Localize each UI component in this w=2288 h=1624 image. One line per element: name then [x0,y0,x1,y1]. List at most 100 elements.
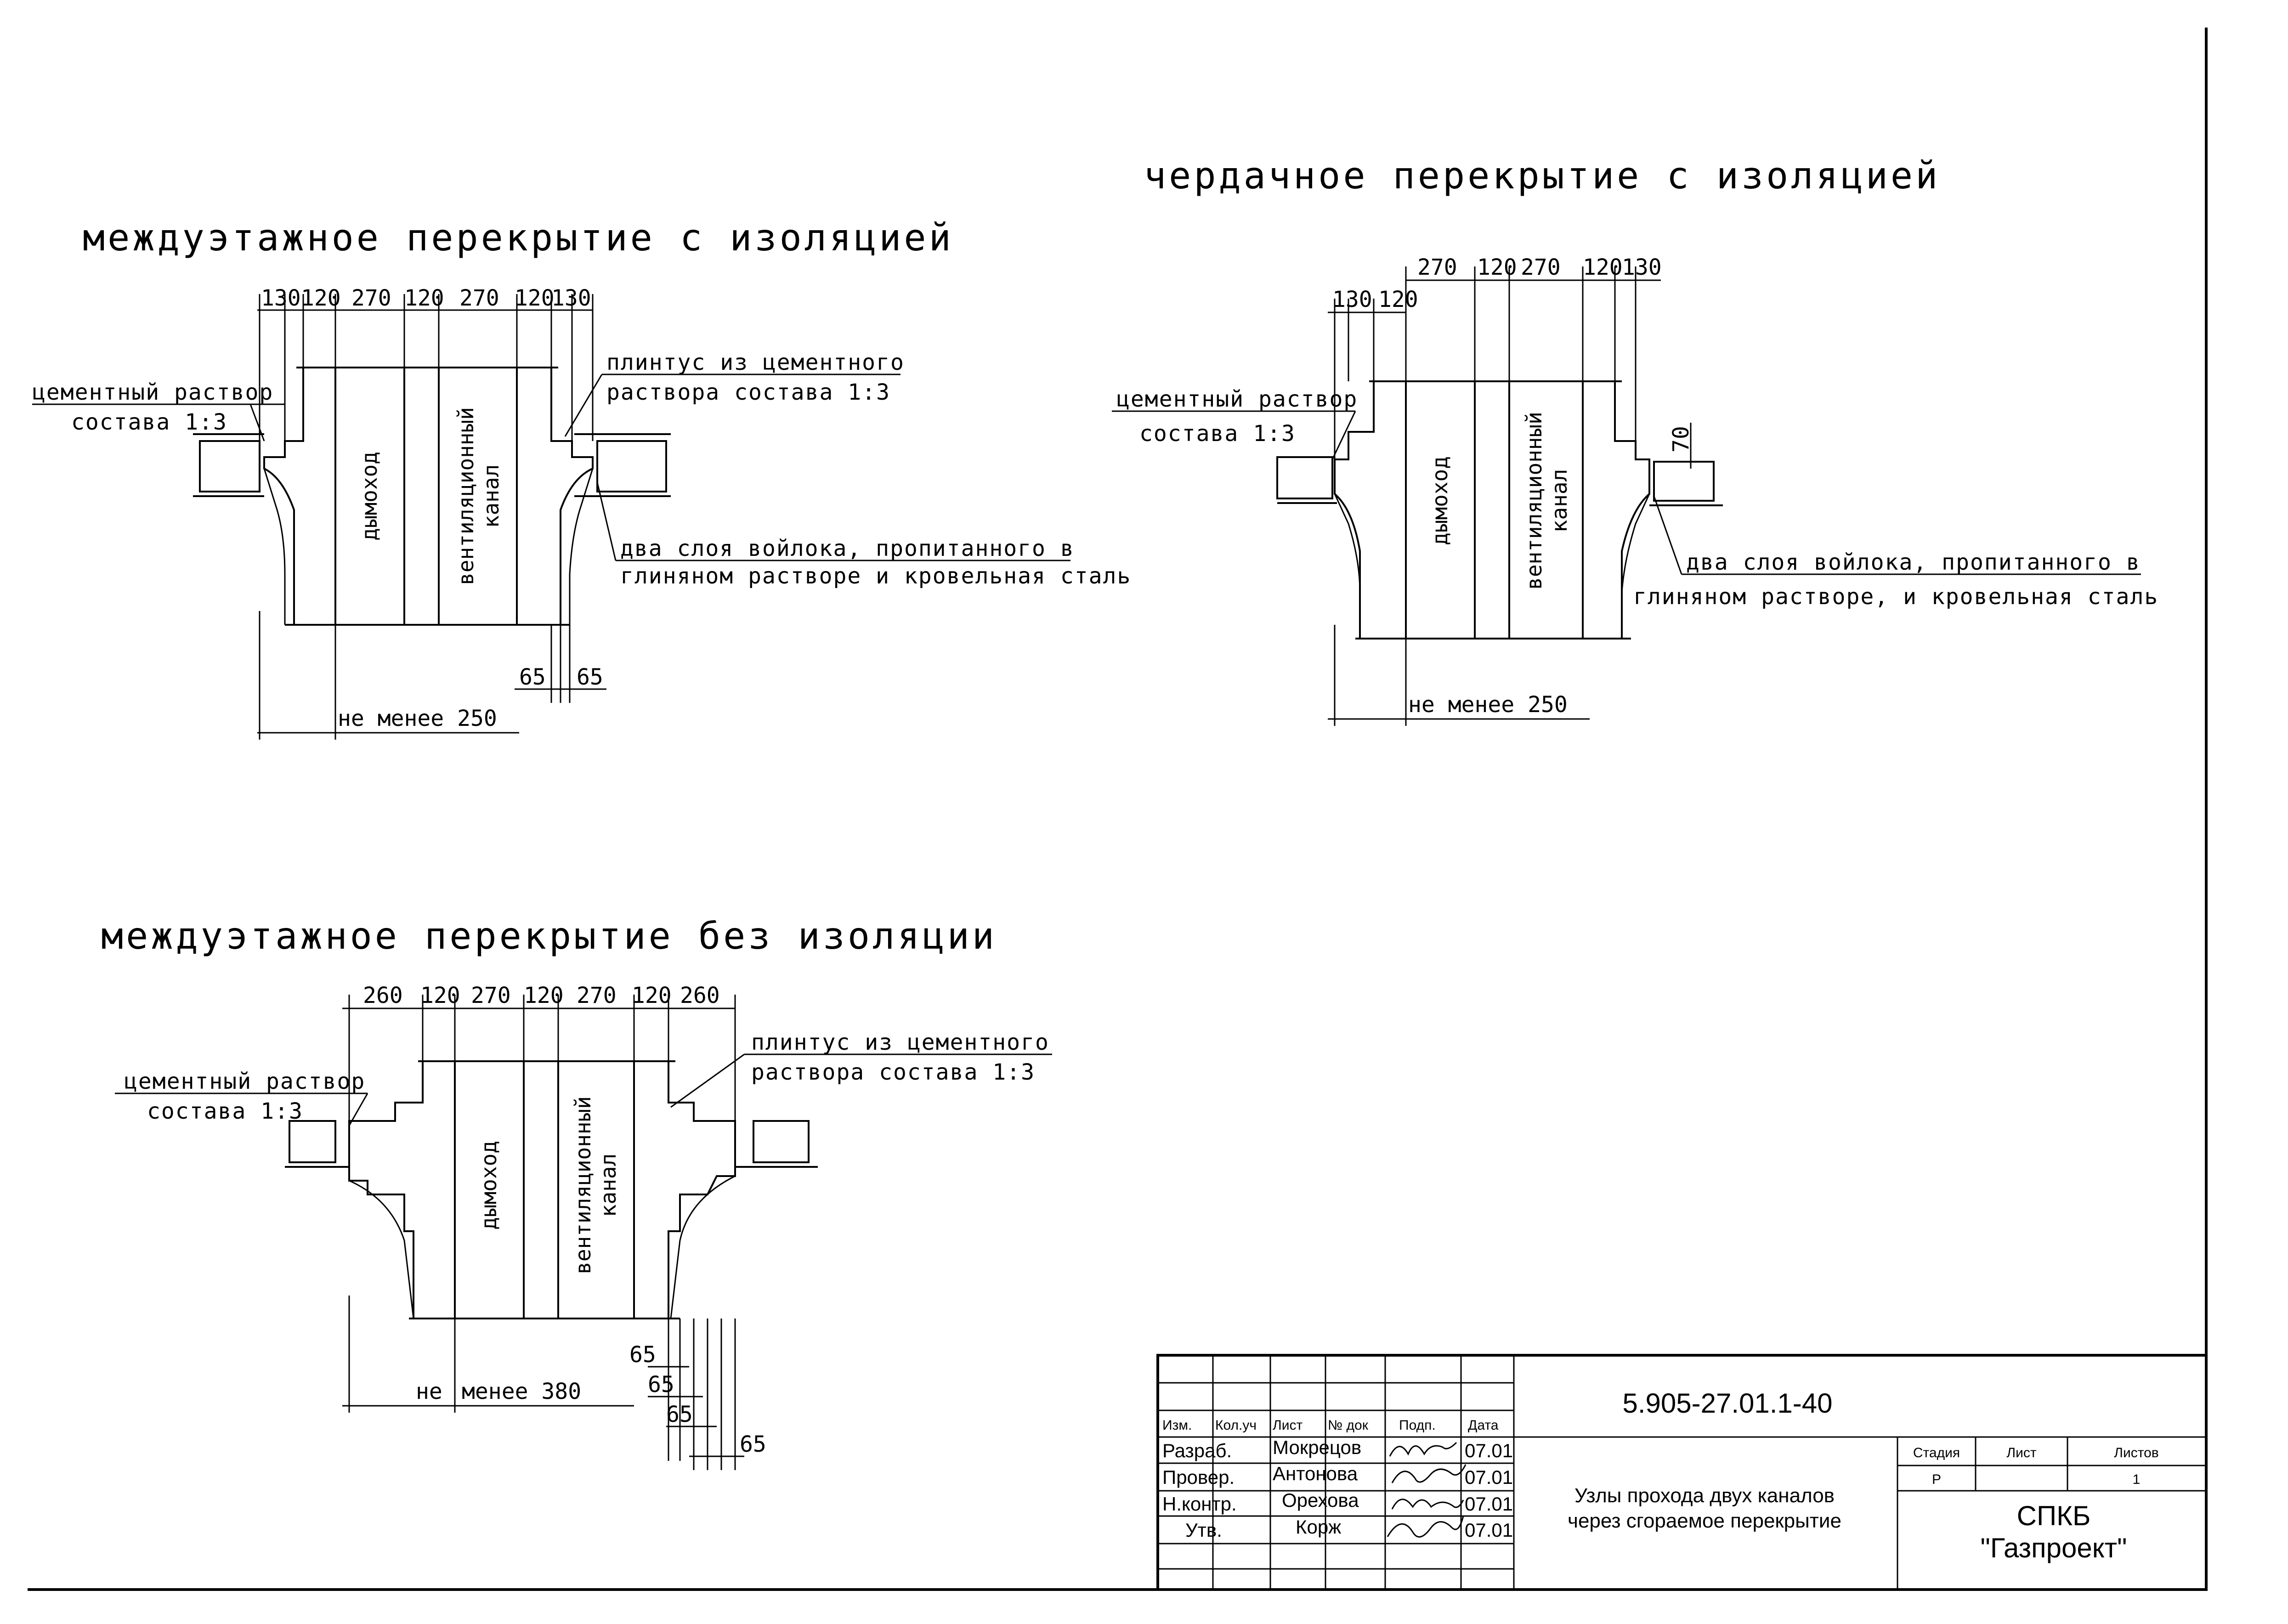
vent-label-line1: вентиляционный [571,1096,595,1274]
slab-left [1276,456,1333,499]
masonry-right [1582,380,1650,639]
signatures [1387,1442,1467,1538]
dim-label: 120 [632,983,672,1008]
dim-offset-label: 65 [629,1342,656,1368]
drawing-attic-insulated: чердачное перекрытие с изоляцией дымоход… [1112,154,2158,726]
dim-offset-label: 65 [648,1372,674,1398]
dim-label: 270 [577,983,617,1008]
note-felt-2: глиняном растворе, и кровельная сталь [1633,584,2158,610]
vent-label-line1: вентиляционный [1522,412,1546,590]
note-felt-1: два слоя войлока, пропитанного в [1686,549,2141,575]
masonry-left [1334,380,1407,639]
dim-bottom-label: не [416,1379,442,1404]
leader [249,404,265,441]
sheet-title-2: через сгораемое перекрытие [1568,1510,1841,1532]
sheets-header: Листов [2114,1445,2158,1460]
dim-label: 130 [551,285,591,311]
dim-label: 120 [1583,255,1623,280]
name-approver: Корж [1296,1516,1341,1538]
dim-offset-label: 65 [740,1432,766,1457]
dim-label: 130 [1622,255,1662,280]
role-approver: Утв. [1185,1519,1222,1541]
ceiling-curve-left [349,1180,414,1319]
note-cement-left-2: состава 1:3 [147,1098,303,1124]
dim-bottom-label: не менее 250 [338,706,497,731]
drawing-title: междуэтажное перекрытие с изоляцией [83,216,954,259]
vent-label-line1: вентиляционный [453,407,478,585]
header-sheet: Лист [1273,1418,1303,1433]
dim-label: 120 [1378,287,1418,312]
date-developer: 07.01 [1465,1440,1513,1461]
leader [670,1053,745,1108]
dim-label: 270 [459,285,499,311]
masonry-middle [403,367,440,626]
dim-label: 120 [1477,255,1517,280]
note-cement-left-1: цементный раствор [124,1069,365,1094]
vent-label-line2: канал [1547,469,1572,532]
dim-label: 120 [524,983,564,1008]
date-approver: 07.01 [1465,1519,1513,1541]
note-cement-left-1: цементный раствор [32,379,273,405]
dim-label: 120 [301,285,341,311]
leader [348,1093,368,1126]
leader [1331,411,1356,460]
masonry-right [633,1060,736,1319]
header-date: Дата [1468,1418,1499,1433]
header-docnum: № док [1328,1418,1369,1433]
stage-value: Р [1932,1472,1941,1487]
header-count: Кол.уч [1215,1418,1257,1433]
signature-1 [1389,1442,1457,1457]
ceiling-curve-right [670,1175,736,1319]
drawing-title: чердачное перекрытие с изоляцией [1144,154,1940,197]
note-cement-left-2: состава 1:3 [1139,421,1296,447]
drawing-floor-insulated: междуэтажное перекрытие с изоляцией дымо… [32,216,1131,740]
name-developer: Мокрецов [1273,1437,1361,1458]
dim-bottom-label: менее 380 [462,1379,581,1404]
signature-3 [1391,1499,1464,1510]
note-plinth-1: плинтус из цементного [606,350,905,375]
vent-label-line2: канал [596,1154,621,1217]
role-checker: Провер. [1162,1466,1235,1488]
org-name-2: "Газпроект" [1981,1533,2127,1563]
flue-label: дымоход [1427,456,1452,545]
slab-right [753,1120,810,1163]
dim-ext-lines [259,294,594,441]
dim-offset-label: 65 [519,664,546,690]
note-cement-left-1: цементный раствор [1116,386,1358,412]
drawing-floor-uninsulated: междуэтажное перекрытие без изоляции дым… [101,915,1052,1470]
flue-label: дымоход [357,452,382,541]
leader [1653,496,1682,575]
dim-label: 270 [351,285,391,311]
dim-label: 270 [1521,255,1561,280]
dim-offset-label: 65 [577,664,603,690]
masonry-left [263,367,336,626]
felt-left [263,468,286,625]
sheet-title-1: Узлы прохода двух каналов [1574,1484,1835,1507]
dim-label: 120 [420,983,460,1008]
vent-label-line2: канал [479,464,504,528]
felt-left [1334,493,1361,593]
role-developer: Разраб. [1162,1440,1232,1461]
dim-label: 130 [1332,287,1372,312]
note-felt-2: глиняном растворе и кровельная сталь [620,563,1131,589]
dim-label: 270 [1417,255,1457,280]
dim-ext-lines [348,995,736,1121]
slab-right [1653,461,1715,502]
leader [596,482,617,561]
dim-label: 120 [515,285,555,311]
slab-left [199,440,261,492]
felt-right [1621,493,1650,593]
dim-bottom-label: не менее 250 [1408,692,1568,718]
title-block-grid [1158,1355,2206,1590]
masonry-middle [523,1060,559,1319]
sheets-value: 1 [2133,1472,2141,1487]
stage-header: Стадия [1913,1445,1960,1460]
masonry-right [516,367,594,626]
dim-offset-label: 65 [666,1402,693,1427]
org-name-1: СПКБ [2017,1500,2091,1531]
slab-left [289,1120,336,1163]
date-norm-control: 07.01 [1465,1493,1513,1515]
date-checker: 07.01 [1465,1466,1513,1488]
signature-4 [1387,1516,1464,1538]
